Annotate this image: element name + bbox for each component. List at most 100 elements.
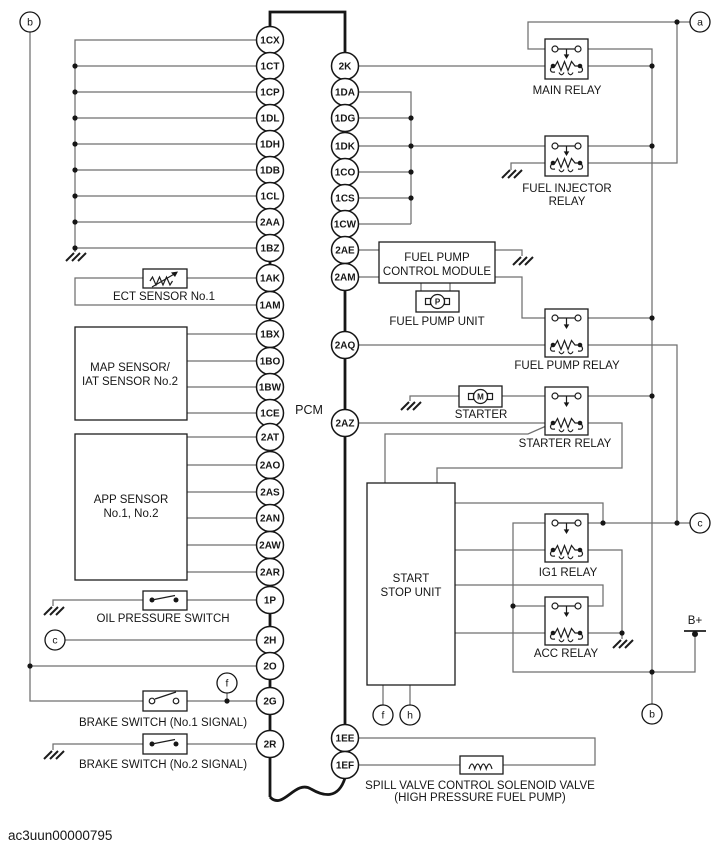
pin-2ar: 2AR bbox=[255, 557, 285, 587]
pin-1cw: 1CW bbox=[330, 209, 360, 239]
ig1-relay-label: IG1 RELAY bbox=[539, 567, 598, 579]
ground-icon bbox=[400, 401, 422, 411]
svg-text:2AR: 2AR bbox=[260, 568, 281, 579]
brake-switch-1-label: BRAKE SWITCH (No.1 SIGNAL) bbox=[79, 717, 247, 729]
spill-valve-label-line1: SPILL VALVE CONTROL SOLENOID VALVE bbox=[365, 780, 595, 792]
pcm-label: PCM bbox=[295, 403, 323, 417]
spill-valve-label-line2: (HIGH PRESSURE FUEL PUMP) bbox=[394, 792, 566, 804]
pin-2g: 2G bbox=[255, 686, 285, 716]
labels: ECT SENSOR No.1 MAP SENSOR/ IAT SENSOR N… bbox=[8, 85, 702, 843]
pin-2am: 2AM bbox=[330, 262, 360, 292]
pin-2h: 2H bbox=[255, 625, 285, 655]
pin-1cl: 1CL bbox=[255, 181, 285, 211]
svg-text:b: b bbox=[27, 17, 33, 29]
pin-1ct: 1CT bbox=[255, 51, 285, 81]
svg-text:2AT: 2AT bbox=[261, 433, 279, 444]
solenoid-coil-icon bbox=[468, 763, 493, 772]
open-switch-icon bbox=[148, 691, 180, 705]
svg-text:2AA: 2AA bbox=[260, 218, 280, 229]
pin-2ao: 2AO bbox=[255, 450, 285, 480]
pin-2aq: 2AQ bbox=[330, 330, 360, 360]
fuel-pump-unit-label: FUEL PUMP UNIT bbox=[389, 316, 484, 328]
junction-dots bbox=[27, 19, 680, 704]
pin-1co: 1CO bbox=[330, 157, 360, 187]
pcm-pins-left: 1CX 1CT 1CP 1DL 1DH 1DB 1CL 2AA 1BZ 1AK … bbox=[255, 25, 285, 759]
svg-text:1CS: 1CS bbox=[335, 194, 355, 205]
pin-1da: 1DA bbox=[330, 77, 360, 107]
svg-text:2AE: 2AE bbox=[335, 246, 355, 257]
svg-text:2R: 2R bbox=[264, 740, 278, 751]
fuel-pump-control-module bbox=[378, 241, 496, 284]
svg-text:2AQ: 2AQ bbox=[335, 341, 356, 352]
connector-c-right: c bbox=[689, 512, 711, 534]
wires bbox=[29, 21, 696, 766]
svg-text:2AW: 2AW bbox=[259, 541, 281, 552]
svg-text:2G: 2G bbox=[263, 697, 277, 708]
pin-1dk: 1DK bbox=[330, 131, 360, 161]
pump-letter: P bbox=[435, 298, 441, 307]
starter-relay bbox=[544, 386, 589, 436]
svg-text:b: b bbox=[649, 709, 655, 721]
svg-text:f: f bbox=[382, 710, 385, 722]
thermistor-icon bbox=[149, 271, 178, 288]
svg-text:1DL: 1DL bbox=[261, 114, 280, 125]
spill-valve-solenoid bbox=[459, 755, 504, 775]
figure-code: ac3uun00000795 bbox=[8, 828, 112, 843]
fuel-injector-relay-label-line2: RELAY bbox=[549, 196, 586, 208]
svg-text:1CE: 1CE bbox=[260, 409, 280, 420]
main-relay bbox=[544, 38, 589, 80]
svg-text:1DB: 1DB bbox=[260, 166, 280, 177]
svg-text:f: f bbox=[226, 678, 229, 690]
svg-text:1BO: 1BO bbox=[260, 357, 281, 368]
connector-b-bottom: b bbox=[641, 703, 663, 725]
svg-text:1CT: 1CT bbox=[261, 62, 280, 73]
connector-b-top: b bbox=[19, 11, 41, 33]
closed-switch-icon bbox=[149, 738, 179, 747]
svg-text:h: h bbox=[407, 710, 413, 722]
ect-sensor-label: ECT SENSOR No.1 bbox=[113, 291, 215, 303]
closed-switch-icon bbox=[149, 594, 179, 603]
ground-icon bbox=[612, 639, 634, 649]
svg-text:c: c bbox=[697, 518, 702, 530]
svg-text:1AM: 1AM bbox=[259, 301, 280, 312]
pin-2aa: 2AA bbox=[255, 207, 285, 237]
pin-2ae: 2AE bbox=[330, 235, 360, 265]
brake-switch-1 bbox=[142, 690, 188, 712]
starter: M bbox=[458, 385, 503, 408]
pin-1cs: 1CS bbox=[330, 183, 360, 213]
fuel-pump-relay-label: FUEL PUMP RELAY bbox=[514, 360, 620, 372]
fuel-pump-module-label-line1: FUEL PUMP bbox=[404, 252, 470, 264]
pin-2r: 2R bbox=[255, 729, 285, 759]
svg-text:1BZ: 1BZ bbox=[261, 244, 280, 255]
connector-f-bottom: f bbox=[372, 704, 394, 726]
acc-relay-label: ACC RELAY bbox=[534, 648, 599, 660]
pin-1db: 1DB bbox=[255, 155, 285, 185]
map-iat-sensor bbox=[74, 326, 188, 421]
pin-1cp: 1CP bbox=[255, 77, 285, 107]
app-sensor-label-line1: APP SENSOR bbox=[94, 494, 169, 506]
svg-text:1CP: 1CP bbox=[260, 88, 280, 99]
connector-f-top: f bbox=[216, 672, 238, 694]
pin-1am: 1AM bbox=[255, 290, 285, 320]
svg-text:2O: 2O bbox=[263, 662, 277, 673]
start-stop-unit-label-line1: START bbox=[393, 573, 430, 585]
start-stop-unit-label-line2: STOP UNIT bbox=[381, 587, 442, 599]
ig1-relay bbox=[544, 513, 589, 563]
svg-text:1DG: 1DG bbox=[335, 114, 356, 125]
svg-text:1CL: 1CL bbox=[261, 192, 280, 203]
svg-text:1P: 1P bbox=[264, 596, 277, 607]
svg-text:c: c bbox=[52, 635, 57, 647]
pin-1dh: 1DH bbox=[255, 129, 285, 159]
fuel-injector-relay bbox=[544, 135, 589, 177]
svg-text:a: a bbox=[697, 17, 703, 29]
connector-c-left: c bbox=[44, 629, 66, 651]
map-sensor-label-line1: MAP SENSOR/ bbox=[90, 362, 170, 374]
pin-2k: 2K bbox=[330, 51, 360, 81]
pin-2az: 2AZ bbox=[330, 408, 360, 438]
svg-text:1CW: 1CW bbox=[334, 220, 357, 231]
starter-label: STARTER bbox=[455, 409, 508, 421]
pin-2at: 2AT bbox=[255, 422, 285, 452]
ect-sensor bbox=[142, 268, 188, 289]
svg-text:2K: 2K bbox=[339, 62, 353, 73]
